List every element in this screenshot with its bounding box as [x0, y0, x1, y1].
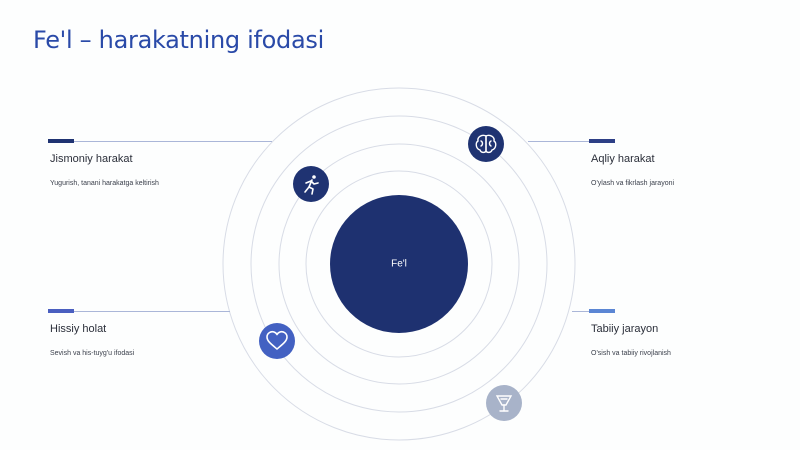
block-heading: Jismoniy harakat: [50, 153, 133, 165]
block-heading: Tabiiy jarayon: [591, 323, 659, 335]
connector-line: [48, 141, 272, 142]
block-heading: Hissiy holat: [50, 323, 107, 335]
page-title: Fe'l – harakatning ifodasi: [33, 26, 324, 54]
block-heading: Aqliy harakat: [591, 153, 655, 165]
block-description: Sevish va his-tuyg'u ifodasi: [50, 350, 135, 357]
brain-icon: [468, 126, 504, 162]
block-marker: [48, 309, 74, 313]
heart-icon: [259, 323, 295, 359]
block-marker: [48, 139, 74, 143]
connector-line: [48, 311, 230, 312]
orbit-rings: [222, 87, 576, 441]
orbit-ring-1: [305, 170, 493, 358]
runner-icon: [293, 166, 329, 202]
block-marker: [589, 309, 615, 313]
orbit-ring-outer: [222, 87, 576, 441]
block-description: O'sish va tabiiy rivojlanish: [591, 350, 671, 357]
block-marker: [589, 139, 615, 143]
orbit-ring-2: [278, 143, 520, 385]
block-description: O'ylash va fikrlash jarayoni: [591, 180, 675, 187]
plant-icon: [486, 385, 522, 421]
connector-line: [528, 141, 614, 142]
block-description: Yugurish, tanani harakatga keltirish: [50, 180, 159, 187]
center-label: Fe'l: [391, 259, 407, 270]
orbit-ring-3: [250, 115, 548, 413]
center-circle: [330, 195, 468, 333]
